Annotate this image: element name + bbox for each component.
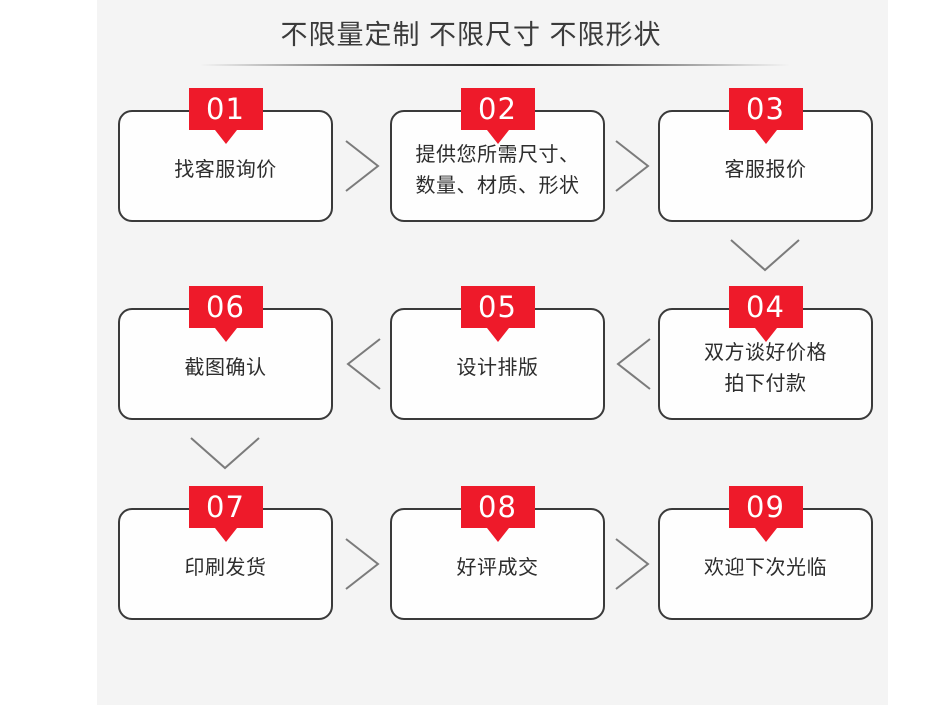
step-card-06[interactable]: 06 截图确认 [118, 286, 333, 420]
step-label: 找客服询价 [174, 158, 277, 181]
step-badge-04: 04 [728, 286, 803, 342]
step-label: 设计排版 [456, 356, 539, 379]
arrow-down-icon-06-07 [187, 432, 263, 476]
badge-pointer-icon [486, 130, 509, 144]
step-card-01[interactable]: 01 找客服询价 [118, 88, 333, 222]
step-label: 好评成交 [456, 556, 539, 579]
step-number: 03 [746, 92, 785, 126]
badge-pointer-icon [214, 130, 237, 144]
step-badge-01: 01 [188, 88, 263, 144]
step-badge-09: 09 [728, 486, 803, 542]
step-badge-08: 08 [460, 486, 535, 542]
badge-pointer-icon [754, 328, 777, 342]
arrow-left-icon-05-06 [340, 335, 388, 393]
arrow-right-icon-07-08 [338, 535, 386, 593]
step-number: 06 [206, 290, 245, 324]
step-badge-05: 05 [460, 286, 535, 342]
step-label: 欢迎下次光临 [704, 556, 827, 579]
step-number: 05 [478, 290, 517, 324]
arrow-down-icon-03-04 [727, 234, 803, 278]
badge-pointer-icon [214, 328, 237, 342]
step-badge-06: 06 [188, 286, 263, 342]
badge-pointer-icon [754, 528, 777, 542]
step-badge-03: 03 [728, 88, 803, 144]
step-label: 双方谈好价格 拍下付款 [704, 342, 827, 395]
arrow-right-icon-02-03 [608, 137, 656, 195]
step-label: 提供您所需尺寸、 数量、材质、形状 [415, 144, 580, 197]
page-title: 不限量定制 不限尺寸 不限形状 [280, 20, 662, 50]
step-number: 09 [746, 490, 785, 524]
step-label: 印刷发货 [184, 556, 267, 579]
badge-pointer-icon [486, 528, 509, 542]
step-card-05[interactable]: 05 设计排版 [390, 286, 605, 420]
step-number: 02 [478, 92, 517, 126]
step-number: 04 [746, 290, 785, 324]
badge-pointer-icon [486, 328, 509, 342]
arrow-left-icon-04-05 [610, 335, 658, 393]
title-divider [200, 64, 790, 66]
step-badge-07: 07 [188, 486, 263, 542]
step-card-04[interactable]: 04 双方谈好价格 拍下付款 [658, 286, 873, 420]
step-number: 01 [206, 92, 245, 126]
arrow-right-icon-01-02 [338, 137, 386, 195]
badge-pointer-icon [214, 528, 237, 542]
step-label: 截图确认 [184, 356, 267, 379]
step-number: 08 [478, 490, 517, 524]
step-card-02[interactable]: 02 提供您所需尺寸、 数量、材质、形状 [390, 88, 605, 222]
step-card-08[interactable]: 08 好评成交 [390, 486, 605, 620]
step-card-03[interactable]: 03 客服报价 [658, 88, 873, 222]
arrow-right-icon-08-09 [608, 535, 656, 593]
step-badge-02: 02 [460, 88, 535, 144]
step-card-09[interactable]: 09 欢迎下次光临 [658, 486, 873, 620]
step-card-07[interactable]: 07 印刷发货 [118, 486, 333, 620]
step-number: 07 [206, 490, 245, 524]
step-label: 客服报价 [724, 158, 807, 181]
badge-pointer-icon [754, 130, 777, 144]
